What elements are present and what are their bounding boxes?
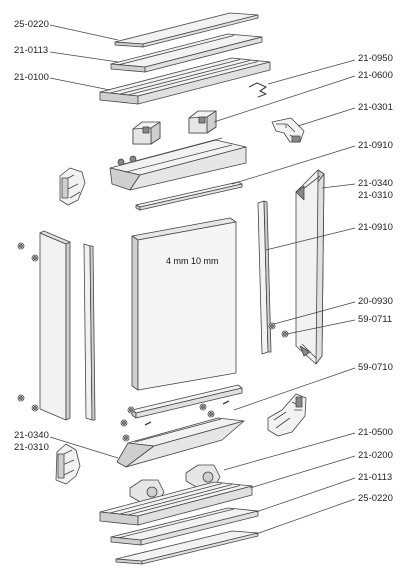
- right-screws: [268, 322, 289, 338]
- left-stile-screws: [17, 242, 39, 412]
- label-21-0310-right: 21-0310: [358, 190, 393, 201]
- top-rail-25-0220: [114, 12, 259, 48]
- right-stile: [295, 169, 325, 365]
- bottom-sash-21-0500: [116, 417, 245, 468]
- corner-right-bottom: [267, 393, 307, 437]
- label-25-0220-top: 25-0220: [14, 19, 49, 30]
- top-rail-21-0113: [110, 33, 263, 73]
- label-59-0711: 59-0711: [358, 314, 393, 325]
- bottom-rail-21-0113: [110, 507, 259, 546]
- label-20-0930: 20-0930: [358, 296, 393, 307]
- label-21-0340-left: 21-0340: [14, 430, 49, 441]
- clip-21-0950: [248, 82, 267, 98]
- bottom-screws: [120, 400, 230, 442]
- corner-left-bottom: [55, 443, 81, 485]
- glass-thickness-label: 4 mm 10 mm: [166, 256, 219, 266]
- strip-21-0910-top: [135, 181, 243, 211]
- label-21-0910-mid: 21-0910: [358, 222, 393, 233]
- label-21-0910-top: 21-0910: [358, 140, 393, 151]
- left-stile: [39, 230, 71, 421]
- strip-59-0710: [131, 384, 243, 419]
- label-21-0950: 21-0950: [358, 53, 393, 64]
- leader-lines: [49, 24, 356, 535]
- label-21-0113-bottom: 21-0113: [358, 472, 393, 483]
- label-21-0301: 21-0301: [358, 102, 393, 113]
- label-25-0220-bottom: 25-0220: [358, 493, 393, 504]
- label-59-0710: 59-0710: [358, 362, 393, 373]
- label-21-0100: 21-0100: [14, 72, 49, 83]
- right-thin-strip-21-0910: [257, 200, 272, 355]
- corner-left-top: [59, 167, 86, 206]
- label-21-0500: 21-0500: [358, 427, 393, 438]
- label-21-0200: 21-0200: [358, 450, 393, 461]
- corner-21-0301: [271, 117, 305, 143]
- roller-left-21-0600: [132, 121, 161, 145]
- label-21-0600: 21-0600: [358, 70, 393, 81]
- top-sash-profile: [109, 137, 247, 191]
- top-rail-21-0100: [99, 57, 271, 105]
- label-21-0310-left: 21-0310: [14, 442, 49, 453]
- glass-panel: [131, 217, 237, 391]
- left-thin-strip: [83, 243, 96, 421]
- roller-right-21-0600: [188, 110, 217, 134]
- bottom-guide-21-0200: [99, 481, 253, 526]
- label-21-0340-right: 21-0340: [358, 178, 393, 189]
- bottom-rail-25-0220: [115, 530, 259, 565]
- label-21-0113-top: 21-0113: [14, 45, 49, 56]
